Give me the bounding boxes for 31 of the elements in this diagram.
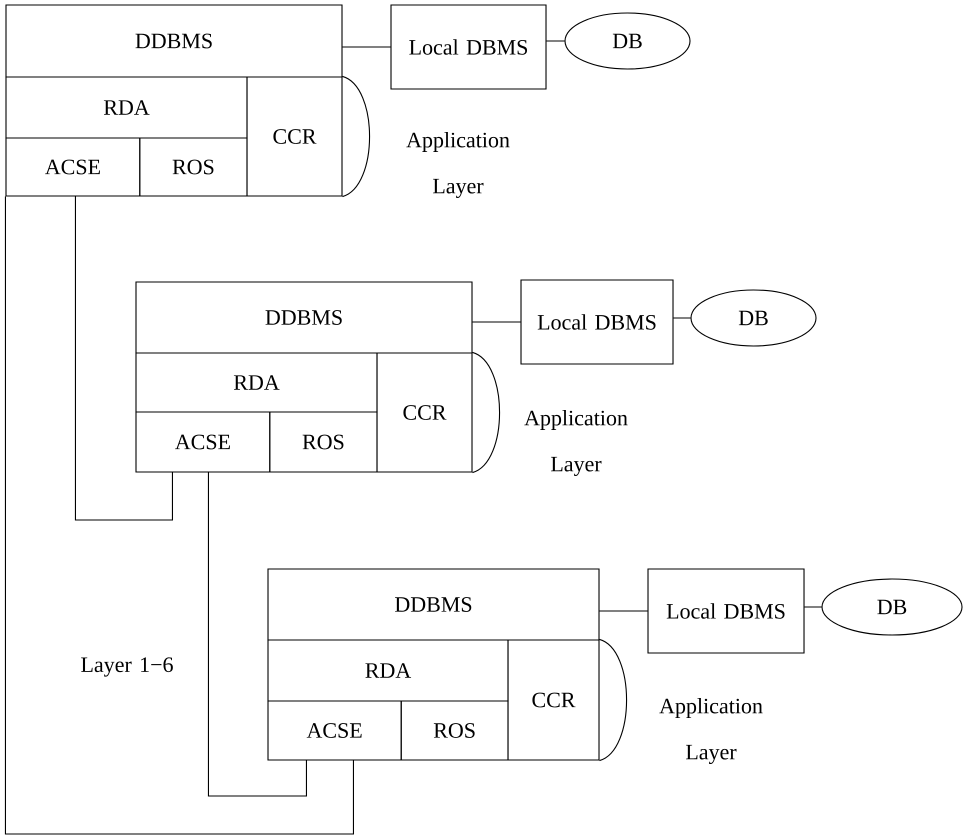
connector-line [674,317,690,319]
connector-line [208,472,307,797]
connector-line [74,196,173,521]
protocol-layer-box: ACSE [5,137,140,197]
connector-line [4,196,354,835]
connector-line [472,321,520,323]
local-dbms-box: Local DBMS [647,568,805,654]
protocol-layer-box: DDBMS [5,4,343,78]
protocol-layer-box: RDA [267,639,509,702]
protocol-layer-box: ACSE [267,700,402,761]
protocol-layer-box: CCR [507,639,600,761]
connector-line [546,40,564,42]
local-dbms-box: Local DBMS [520,279,674,365]
layer-label: Application Layer [524,410,628,476]
connector-line [804,606,822,608]
protocol-layer-box: CCR [376,352,473,473]
layer-label: Application Layer [406,132,510,198]
protocol-layer-box: ROS [269,411,378,473]
connector-line [342,46,390,48]
layer-label: Application Layer [659,698,763,764]
connector-line [600,610,648,612]
protocol-layer-box: RDA [135,352,378,413]
protocol-layer-box: DDBMS [267,568,600,641]
layer-label: Layer 1−6 [81,657,173,677]
local-dbms-box: Local DBMS [390,4,547,90]
protocol-layer-box: ACSE [135,411,270,473]
protocol-layer-box: ROS [139,137,248,197]
protocol-layer-box: ROS [400,700,509,761]
protocol-layer-box: CCR [246,76,343,197]
protocol-layer-box: RDA [5,76,248,139]
protocol-layer-box: DDBMS [135,281,473,354]
